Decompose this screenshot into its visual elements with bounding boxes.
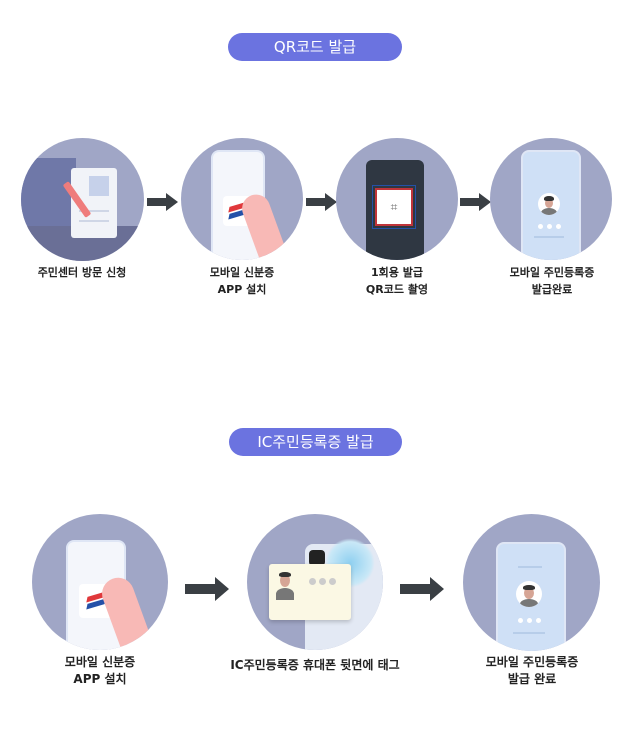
step-illustration-qr-scan: ⌗ <box>336 138 458 260</box>
step-illustration-app-install <box>181 138 303 260</box>
arrow-right-icon <box>400 577 444 601</box>
building-icon <box>21 158 76 238</box>
section-title-qr: QR코드 발급 <box>228 33 402 61</box>
arrow-right-icon <box>185 577 229 601</box>
avatar <box>538 193 560 215</box>
arrow-right-icon <box>147 193 178 211</box>
arrow-right-icon <box>460 193 491 211</box>
arrow-right-icon <box>306 193 337 211</box>
dots <box>538 224 561 229</box>
qr-code-icon: ⌗ <box>372 185 416 229</box>
step-label: IC주민등록증 휴대폰 뒷면에 태그 <box>230 658 400 672</box>
step-illustration-app-install <box>32 514 168 650</box>
section-title-ic: IC주민등록증 발급 <box>229 428 402 456</box>
id-card-icon <box>269 564 351 620</box>
step-illustration-visit-center <box>21 138 144 261</box>
avatar <box>516 581 542 607</box>
step-illustration-issued <box>490 138 612 260</box>
step-label: 주민센터 방문 신청 <box>37 266 127 279</box>
step-illustration-issued <box>463 514 600 651</box>
dots <box>518 618 541 623</box>
step-illustration-nfc-tag <box>247 514 383 650</box>
camera <box>309 550 325 566</box>
